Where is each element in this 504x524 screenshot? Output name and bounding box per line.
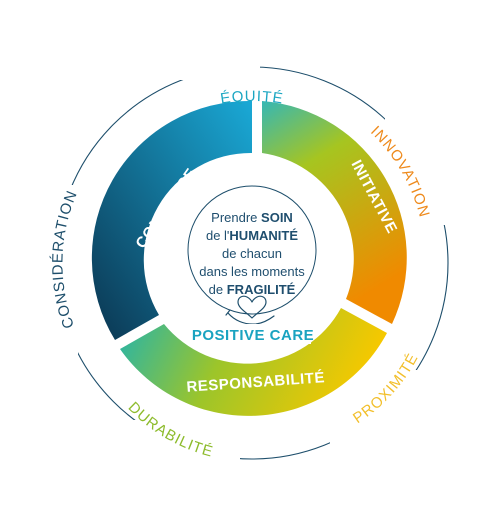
segment-responsabilite [120, 308, 387, 416]
segment-confiance [91, 100, 252, 341]
center-line-3: de chacun [222, 246, 282, 261]
center-line-2: de l'HUMANITÉ [206, 228, 298, 243]
outer-label-equite: ÉQUITÉ [219, 88, 284, 108]
center-line-4: dans les moments [199, 264, 305, 279]
tagline: POSITIVE CARE [192, 327, 314, 344]
inner-circle [187, 185, 317, 315]
center-line-1: Prendre SOIN [211, 210, 293, 225]
segment-initiative [262, 101, 407, 324]
center-line-5: de FRAGILITÉ [209, 282, 296, 297]
tagline-bg [195, 324, 311, 344]
outer-ring-gaps [48, 58, 445, 468]
